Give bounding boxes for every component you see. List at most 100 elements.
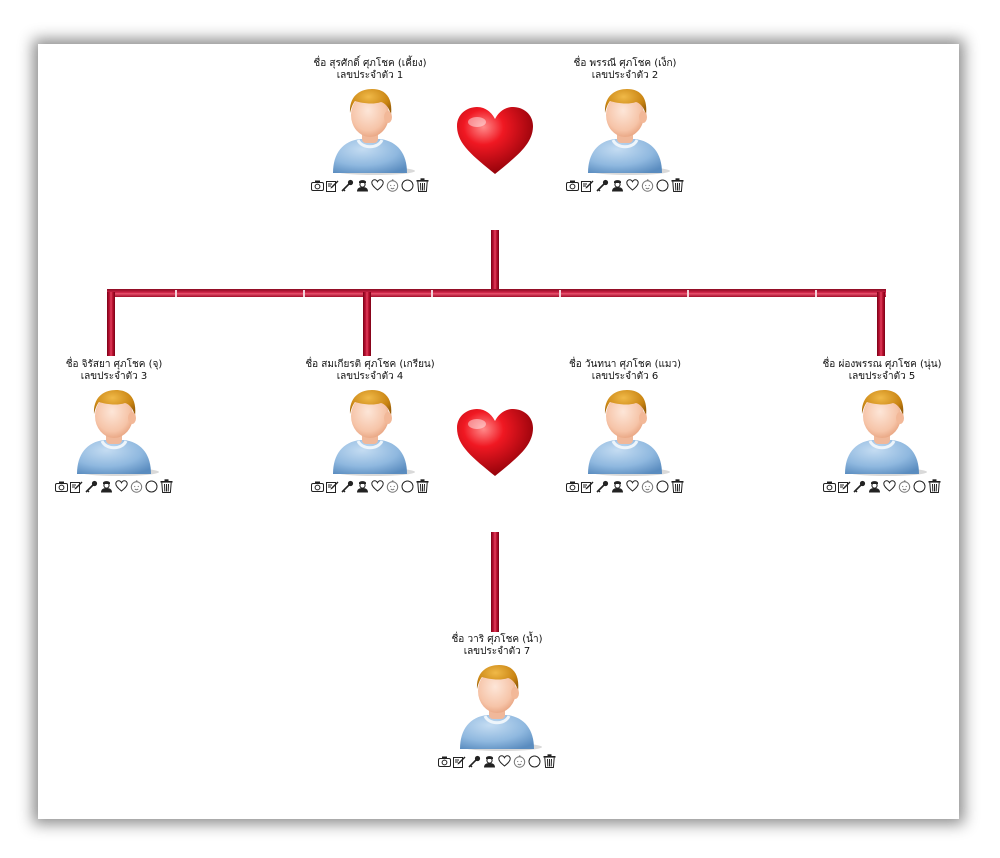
person-name: ชื่อ จิรัสยา ศุภโชค (จุ) [65,359,163,370]
user-icon[interactable] [356,178,370,192]
connector-drop-center-left [363,292,371,356]
key-icon[interactable] [85,479,99,493]
key-icon[interactable] [596,178,610,192]
person-name: ชื่อ สมเกียรติ ศุภโชค (เกรียน) [305,359,435,370]
key-icon[interactable] [596,479,610,493]
avatar[interactable] [580,85,670,175]
baby-icon[interactable] [898,479,912,493]
baby-icon[interactable] [130,479,144,493]
baby-icon[interactable] [386,479,400,493]
baby-icon[interactable] [386,178,400,192]
heart-outline-icon[interactable] [498,754,512,768]
heart-outline-icon[interactable] [626,178,640,192]
person-toolbar [412,754,582,768]
person-id: เลขประจำตัว 6 [591,371,659,382]
person-toolbar [285,178,455,192]
user-icon[interactable] [611,178,625,192]
person-toolbar [540,479,710,493]
key-icon[interactable] [853,479,867,493]
person-id: เลขประจำตัว 3 [80,371,148,382]
edit-icon[interactable] [326,479,340,493]
person-card: ชื่อ จิรัสยา ศุภโชค (จุ)เลขประจำตัว 3 [29,359,199,493]
user-icon[interactable] [868,479,882,493]
person-toolbar [797,479,967,493]
trash-icon[interactable] [671,178,685,192]
person-id: เลขประจำตัว 4 [336,371,404,382]
trash-icon[interactable] [160,479,174,493]
connector-segment-gap [687,290,689,297]
connector-drop-left [107,292,115,356]
camera-icon[interactable] [55,479,69,493]
circle-icon[interactable] [528,754,542,768]
baby-icon[interactable] [513,754,527,768]
avatar[interactable] [580,386,670,476]
camera-icon[interactable] [823,479,837,493]
edit-icon[interactable] [453,754,467,768]
circle-icon[interactable] [401,479,415,493]
person-name: ชื่อ ผ่องพรรณ ศุภโชค (นุ่น) [822,359,942,370]
connector-parents-to-siblings [491,230,499,292]
circle-icon[interactable] [656,479,670,493]
connector-segment-gap [175,290,177,297]
camera-icon[interactable] [566,178,580,192]
person-id: เลขประจำตัว 5 [848,371,916,382]
person-id: เลขประจำตัว 7 [463,646,531,657]
person-card: ชื่อ สมเกียรติ ศุภโชค (เกรียน)เลขประจำตั… [285,359,455,493]
avatar[interactable] [69,386,159,476]
person-id: เลขประจำตัว 1 [336,70,404,81]
person-toolbar [540,178,710,192]
key-icon[interactable] [341,178,355,192]
edit-icon[interactable] [581,479,595,493]
person-toolbar [285,479,455,493]
connector-couple-to-child [491,532,499,632]
key-icon[interactable] [468,754,482,768]
baby-icon[interactable] [641,178,655,192]
camera-icon[interactable] [311,178,325,192]
baby-icon[interactable] [641,479,655,493]
person-name: ชื่อ สุรศักดิ์ ศุภโชค (เคี้ยง) [313,58,427,69]
person-card: ชื่อ วาริ ศุภโชค (น้ำ)เลขประจำตัว 7 [412,634,582,768]
person-name: ชื่อ พรรณี ศุภโชค (เง็ก) [573,58,677,69]
camera-icon[interactable] [438,754,452,768]
heart-outline-icon[interactable] [371,178,385,192]
edit-icon[interactable] [838,479,852,493]
trash-icon[interactable] [416,479,430,493]
trash-icon[interactable] [671,479,685,493]
avatar[interactable] [837,386,927,476]
trash-icon[interactable] [543,754,557,768]
heart-outline-icon[interactable] [883,479,897,493]
camera-icon[interactable] [311,479,325,493]
heart-outline-icon[interactable] [626,479,640,493]
trash-icon[interactable] [928,479,942,493]
circle-icon[interactable] [145,479,159,493]
avatar[interactable] [325,386,415,476]
connector-segment-gap [303,290,305,297]
connector-segment-gap [559,290,561,297]
user-icon[interactable] [100,479,114,493]
person-name: ชื่อ วาริ ศุภโชค (น้ำ) [451,634,543,645]
camera-icon[interactable] [566,479,580,493]
trash-icon[interactable] [416,178,430,192]
person-card: ชื่อ พรรณี ศุภโชค (เง็ก)เลขประจำตัว 2 [540,58,710,192]
edit-icon[interactable] [581,178,595,192]
person-card: ชื่อ วันทนา ศุภโชค (แมว)เลขประจำตัว 6 [540,359,710,493]
circle-icon[interactable] [401,178,415,192]
connector-segment-gap [815,290,817,297]
edit-icon[interactable] [326,178,340,192]
person-card: ชื่อ ผ่องพรรณ ศุภโชค (นุ่น)เลขประจำตัว 5 [797,359,967,493]
key-icon[interactable] [341,479,355,493]
user-icon[interactable] [356,479,370,493]
heart-outline-icon[interactable] [371,479,385,493]
circle-icon[interactable] [913,479,927,493]
heart-icon [457,107,533,174]
person-card: ชื่อ สุรศักดิ์ ศุภโชค (เคี้ยง)เลขประจำตั… [285,58,455,192]
heart-outline-icon[interactable] [115,479,129,493]
person-id: เลขประจำตัว 2 [591,70,659,81]
heart-icon [457,409,533,476]
avatar[interactable] [452,661,542,751]
edit-icon[interactable] [70,479,84,493]
circle-icon[interactable] [656,178,670,192]
user-icon[interactable] [483,754,497,768]
avatar[interactable] [325,85,415,175]
user-icon[interactable] [611,479,625,493]
